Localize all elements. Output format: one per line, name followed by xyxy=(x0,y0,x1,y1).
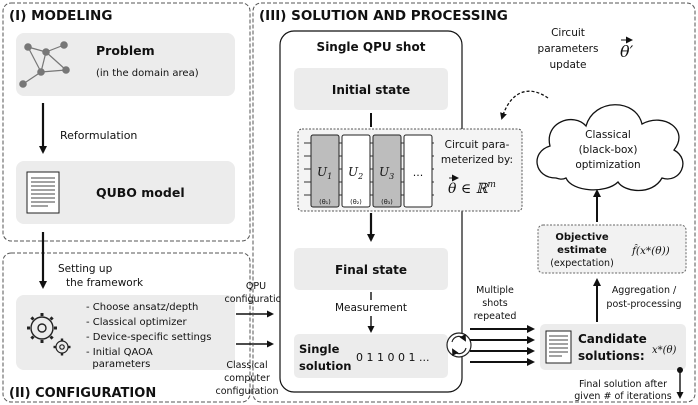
graph-icon xyxy=(19,41,70,88)
parameter-update-arrow xyxy=(500,90,549,120)
update-label-1: Circuit xyxy=(551,27,585,39)
document-icon xyxy=(545,330,572,364)
single-solution-box xyxy=(294,334,448,378)
config-box xyxy=(16,295,235,370)
final-solution-label-2: given # of iterations xyxy=(574,391,671,402)
problem-title: Problem xyxy=(96,43,155,58)
gate-u3: U3 (θ₃) xyxy=(372,134,402,208)
cloud-label-2: (black-box) xyxy=(579,144,638,156)
config-item: - Classical optimizer xyxy=(86,317,188,328)
classical-config-label-2: computer xyxy=(224,373,270,384)
config-item: - Device-specific settings xyxy=(86,332,211,343)
repeat-icon xyxy=(446,332,472,358)
config-item: - Choose ansatz/depth xyxy=(86,302,198,313)
objective-label-2: estimate xyxy=(557,245,607,256)
svg-text:...: ... xyxy=(413,166,424,179)
configuration-panel xyxy=(2,252,251,403)
setting-up-label-2: the framework xyxy=(66,277,144,289)
qubo-box xyxy=(16,161,235,224)
qpu-config-label-2: configuration xyxy=(224,294,287,305)
gate-u1: U1 (θ₁) xyxy=(310,134,340,208)
classical-config-label-1: Classical xyxy=(226,360,267,371)
config-item: - Initial QAOA xyxy=(86,347,153,358)
svg-text:(θ₁): (θ₁) xyxy=(319,198,331,206)
update-label-2: parameters xyxy=(538,43,599,55)
gear-icon xyxy=(27,313,57,343)
problem-subtitle: (in the domain area) xyxy=(96,68,199,79)
theta-vector-expr: θ ∈ ℝm xyxy=(448,174,496,197)
processing-panel xyxy=(252,2,696,403)
update-label-3: update xyxy=(550,59,587,71)
multiple-shots-label-3: repeated xyxy=(474,311,517,322)
aggregation-label-2: post-processing xyxy=(606,299,681,310)
theta-prime-expr: θ′ xyxy=(620,36,634,61)
candidate-expr: x*(θ) xyxy=(652,345,677,356)
initial-state-label: Initial state xyxy=(332,83,410,97)
objective-box xyxy=(537,224,687,274)
svg-text:U1: U1 xyxy=(317,165,332,181)
svg-text:(θ₂): (θ₂) xyxy=(350,198,362,206)
classical-config-label-3: configuration xyxy=(215,386,278,397)
processing-heading: (III) SOLUTION AND PROCESSING xyxy=(259,8,508,24)
measurement-label: Measurement xyxy=(335,302,407,314)
candidate-box xyxy=(540,324,686,370)
circuit-label-2: meterized by: xyxy=(441,154,513,166)
objective-label-1: Objective xyxy=(555,232,609,243)
candidate-label-1: Candidate xyxy=(578,332,647,346)
cloud-shape xyxy=(536,104,684,192)
shots-arrows xyxy=(470,325,535,366)
svg-text:(θ₃): (θ₃) xyxy=(381,198,393,206)
problem-box xyxy=(16,33,235,96)
small-gear-icon xyxy=(53,338,71,356)
single-solution-label-2: solution xyxy=(299,359,351,373)
objective-label-3: (expectation) xyxy=(550,258,614,269)
qpu-shot-title: Single QPU shot xyxy=(317,40,426,54)
modeling-heading: (I) MODELING xyxy=(9,8,112,24)
config-item: parameters xyxy=(86,359,150,370)
gate-u2: U2 (θ₂) xyxy=(341,134,371,208)
aggregation-label-1: Aggregation / xyxy=(612,285,677,296)
cloud-label-1: Classical xyxy=(585,129,631,141)
initial-state-box xyxy=(294,68,448,110)
qpu-config-label-1: QPU xyxy=(246,281,266,292)
final-state-label: Final state xyxy=(335,263,407,277)
setting-up-label-1: Setting up xyxy=(58,263,113,275)
svg-text:U3: U3 xyxy=(379,165,394,181)
objective-expr: f̂(x*(θ)) xyxy=(631,244,670,257)
final-solution-label-1: Final solution after xyxy=(579,379,667,390)
configuration-heading: (II) CONFIGURATION xyxy=(9,386,156,401)
multiple-shots-label-1: Multiple xyxy=(476,285,514,296)
bitstring-value: 0 1 1 0 0 1 ... xyxy=(356,351,429,364)
qubo-title: QUBO model xyxy=(96,185,185,200)
final-state-box xyxy=(294,248,448,290)
circuit-label-1: Circuit para- xyxy=(445,139,510,151)
final-solution-dot xyxy=(677,367,683,373)
cloud-label-3: optimization xyxy=(575,159,640,171)
multiple-shots-label-2: shots xyxy=(482,298,508,309)
gate-ellipsis: ... xyxy=(403,134,433,208)
svg-text:U2: U2 xyxy=(348,165,363,181)
document-icon xyxy=(26,171,60,214)
reformulation-label: Reformulation xyxy=(60,129,137,142)
svg-text:θ ∈ ℝm: θ ∈ ℝm xyxy=(448,180,496,197)
candidate-label-2: solutions: xyxy=(578,349,645,363)
svg-text:θ′: θ′ xyxy=(620,42,634,61)
modeling-panel xyxy=(2,2,251,242)
single-solution-label-1: Single xyxy=(299,342,340,356)
